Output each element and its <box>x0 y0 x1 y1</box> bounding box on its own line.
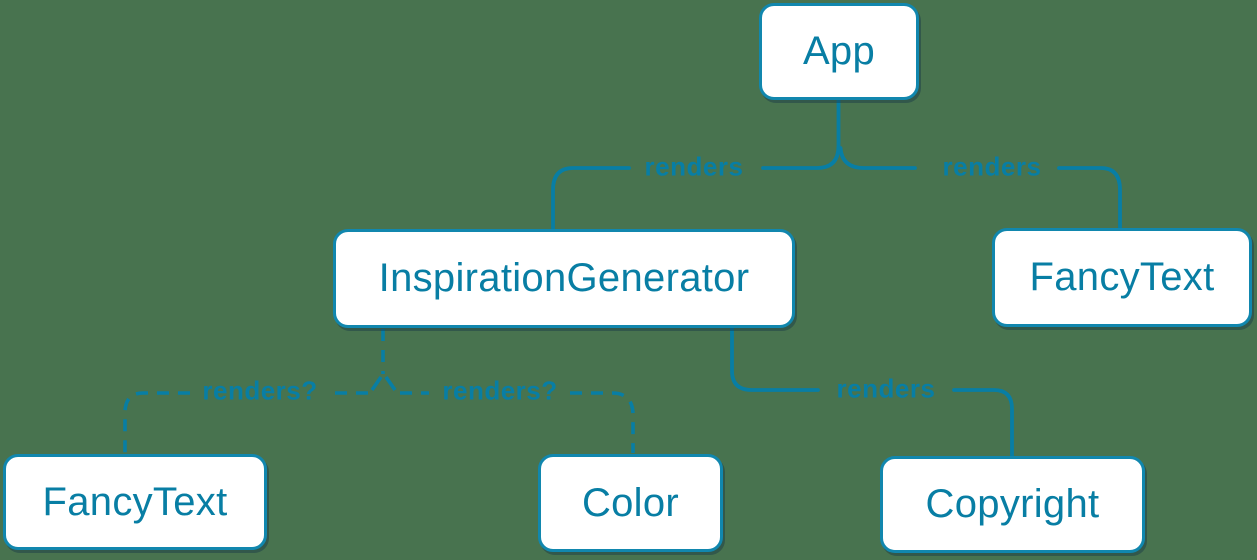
node-app-label: App <box>802 29 876 73</box>
node-fancy-text-bottom: FancyText <box>3 454 267 550</box>
edge-inspirationgenerator-copyright-drop <box>952 388 1014 459</box>
node-inspiration-generator-label: InspirationGenerator <box>378 256 750 300</box>
node-color-label: Color <box>581 480 680 525</box>
edge-label-app-fancytext: renders <box>942 151 1042 182</box>
node-fancy-text-top: FancyText <box>992 228 1252 327</box>
edge-dashed-left-drop <box>123 391 190 454</box>
node-copyright-label: Copyright <box>925 482 1100 526</box>
node-app: App <box>759 3 919 100</box>
node-fancy-text-bottom-label: FancyText <box>42 479 228 524</box>
node-color: Color <box>538 454 723 552</box>
edge-dashed-fork-left-leg <box>370 375 383 392</box>
edge-dashed-fork-right-leg <box>384 375 397 392</box>
edge-app-fancytext-flare <box>838 146 917 170</box>
edge-label-inspirationgenerator-color: renders? <box>442 375 558 406</box>
edge-dashed-right-drop <box>570 391 635 453</box>
node-copyright: Copyright <box>880 456 1145 553</box>
edge-inspirationgenerator-copyright-stem <box>730 326 820 392</box>
node-fancy-text-top-label: FancyText <box>1029 255 1215 299</box>
edge-label-inspirationgenerator-copyright: renders <box>836 373 936 404</box>
edge-label-app-inspirationgenerator: renders <box>644 151 744 182</box>
node-inspiration-generator: InspirationGenerator <box>333 229 795 328</box>
edge-app-inspirationgenerator-drop <box>551 166 631 231</box>
edge-app-inspirationgenerator-stem <box>761 98 841 170</box>
edge-label-inspirationgenerator-fancytext: renders? <box>202 375 318 406</box>
edge-app-fancytext-drop <box>1057 166 1122 230</box>
